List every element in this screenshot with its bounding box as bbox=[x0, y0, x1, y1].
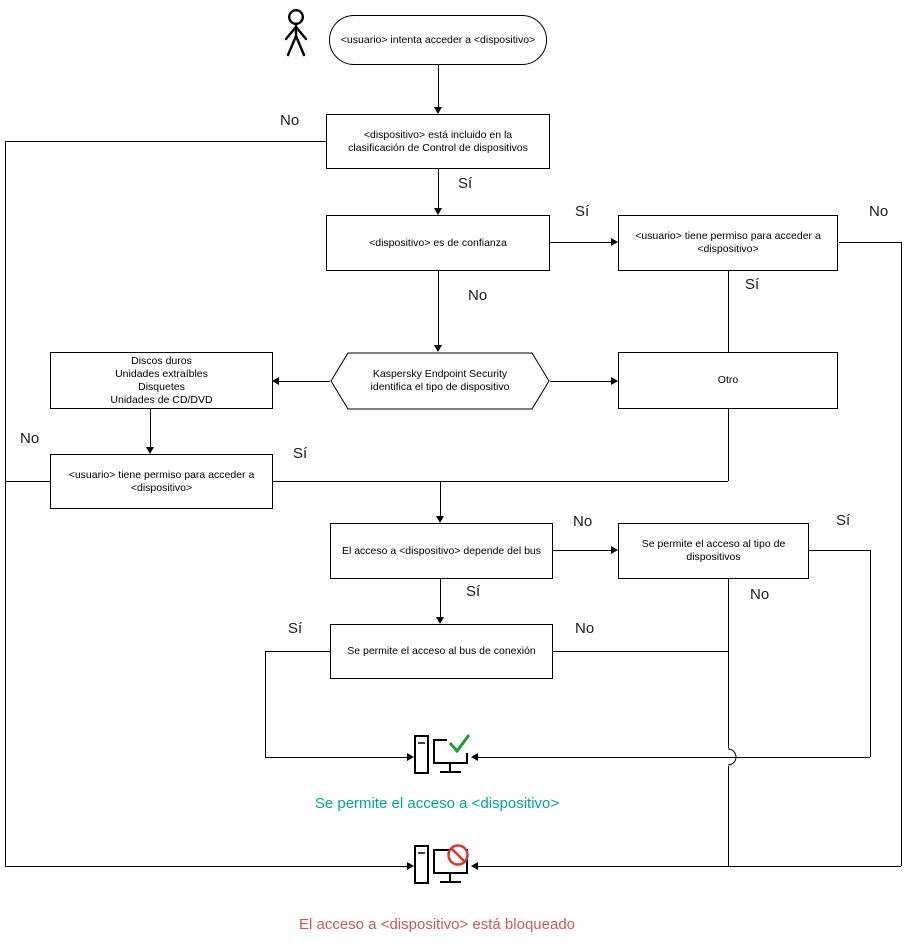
connector-bus-depends-no bbox=[552, 550, 611, 551]
device-type-item: Unidades de CD/DVD bbox=[110, 393, 213, 406]
node-trusted: <dispositivo> es de confianza bbox=[326, 215, 550, 271]
allowed-label: Se permite el acceso a <dispositivo> bbox=[314, 795, 560, 812]
connector-into-bus-depends bbox=[440, 481, 441, 516]
connector-bus-depends-si bbox=[440, 579, 441, 617]
arrowhead bbox=[434, 107, 442, 114]
edge-label-bus-access-no: No bbox=[575, 620, 595, 637]
arrowhead bbox=[146, 447, 154, 454]
arrowhead bbox=[471, 753, 478, 761]
node-identify: Kaspersky Endpoint Security identifica e… bbox=[330, 352, 550, 410]
connector-permission-top-no bbox=[839, 242, 901, 243]
edge-label-permission-left-no: No bbox=[20, 430, 40, 447]
connector-trusted-no bbox=[438, 271, 439, 345]
arrowhead bbox=[471, 862, 478, 870]
node-device-types: Discos duros Unidades extraíbles Disquet… bbox=[50, 352, 273, 409]
node-classification: <dispositivo> está incluido en la clasif… bbox=[326, 114, 550, 169]
arrowhead bbox=[611, 377, 618, 385]
connector-right-rail bbox=[901, 242, 902, 866]
device-access-allowed-icon bbox=[414, 733, 471, 774]
device-type-item: Disquetes bbox=[138, 380, 185, 393]
node-bus-access: Se permite el acceso al bus de conexión bbox=[330, 624, 553, 679]
arrowhead bbox=[611, 546, 618, 554]
connector-type-access-si-down bbox=[870, 550, 871, 757]
connector-blocked-right bbox=[478, 866, 901, 867]
node-permission-top: <usuario> tiene permiso para acceder a <… bbox=[618, 215, 838, 271]
connector-blocked-left bbox=[5, 866, 407, 867]
edge-label-bus-depends-no: No bbox=[573, 513, 593, 530]
arrowhead bbox=[407, 862, 414, 870]
check-icon bbox=[448, 734, 471, 754]
connector-device-types-down bbox=[150, 409, 151, 447]
connector-allowed-right bbox=[478, 757, 870, 758]
arrowhead bbox=[436, 617, 444, 624]
edge-label-classification-no: No bbox=[280, 112, 300, 129]
edge-label-bus-depends-si: Sí bbox=[466, 583, 481, 600]
connector-bus-access-no bbox=[552, 651, 728, 652]
connector-permission-left-no bbox=[5, 481, 50, 482]
arrowhead bbox=[436, 516, 444, 523]
connector-permission-top-si bbox=[728, 271, 729, 352]
edge-label-type-access-no: No bbox=[750, 586, 770, 603]
arrowhead bbox=[434, 345, 442, 352]
edge-label-permission-top-si: Sí bbox=[745, 276, 760, 293]
connector-left-rail bbox=[5, 141, 6, 866]
edge-label-permission-top-no: No bbox=[869, 203, 889, 220]
connector-identify-right bbox=[550, 381, 611, 382]
device-access-blocked-icon bbox=[414, 844, 469, 884]
connector-type-access-no-upper bbox=[728, 579, 729, 748]
edge-label-trusted-si: Sí bbox=[575, 203, 590, 220]
arrowhead bbox=[434, 208, 442, 215]
arrowhead bbox=[272, 377, 279, 385]
connector-classification-no bbox=[5, 141, 326, 142]
arrowhead bbox=[407, 753, 414, 761]
connector-bus-access-si bbox=[265, 651, 330, 652]
user-icon bbox=[284, 8, 308, 57]
blocked-label: El acceso a <dispositivo> está bloqueado bbox=[298, 916, 576, 933]
arrowhead bbox=[611, 238, 618, 246]
connector-type-access-no-lower bbox=[728, 766, 729, 866]
node-type-access: Se permite el acceso al tipo de disposit… bbox=[618, 523, 809, 579]
device-type-item: Unidades extraíbles bbox=[115, 367, 208, 380]
node-start: <usuario> intenta acceder a <dispositivo… bbox=[329, 15, 547, 65]
device-type-item: Discos duros bbox=[131, 354, 192, 367]
connector-classification-si bbox=[438, 169, 439, 208]
connector-permission-left-si bbox=[273, 481, 728, 482]
edge-label-bus-access-si: Sí bbox=[288, 620, 303, 637]
connector-other-down bbox=[728, 409, 729, 481]
edge-label-classification-si: Sí bbox=[458, 175, 473, 192]
node-other: Otro bbox=[618, 352, 838, 409]
hexagon-shape bbox=[330, 352, 550, 410]
connector-identify-left bbox=[279, 381, 330, 382]
line-jump-arc bbox=[727, 748, 737, 766]
node-bus-depends: El acceso a <dispositivo> depende del bu… bbox=[330, 523, 553, 579]
connector-bus-access-si-down bbox=[265, 651, 266, 757]
connector-trusted-si bbox=[549, 242, 611, 243]
connector-type-access-si bbox=[809, 550, 870, 551]
node-identify-label: Kaspersky Endpoint Security identifica e… bbox=[370, 368, 510, 393]
edge-label-trusted-no: No bbox=[468, 287, 488, 304]
edge-label-type-access-si: Sí bbox=[836, 512, 851, 529]
connector-start-down bbox=[438, 65, 439, 107]
node-permission-left: <usuario> tiene permiso para acceder a <… bbox=[50, 454, 273, 509]
edge-label-permission-left-si: Sí bbox=[293, 445, 308, 462]
connector-allowed-left bbox=[265, 757, 407, 758]
